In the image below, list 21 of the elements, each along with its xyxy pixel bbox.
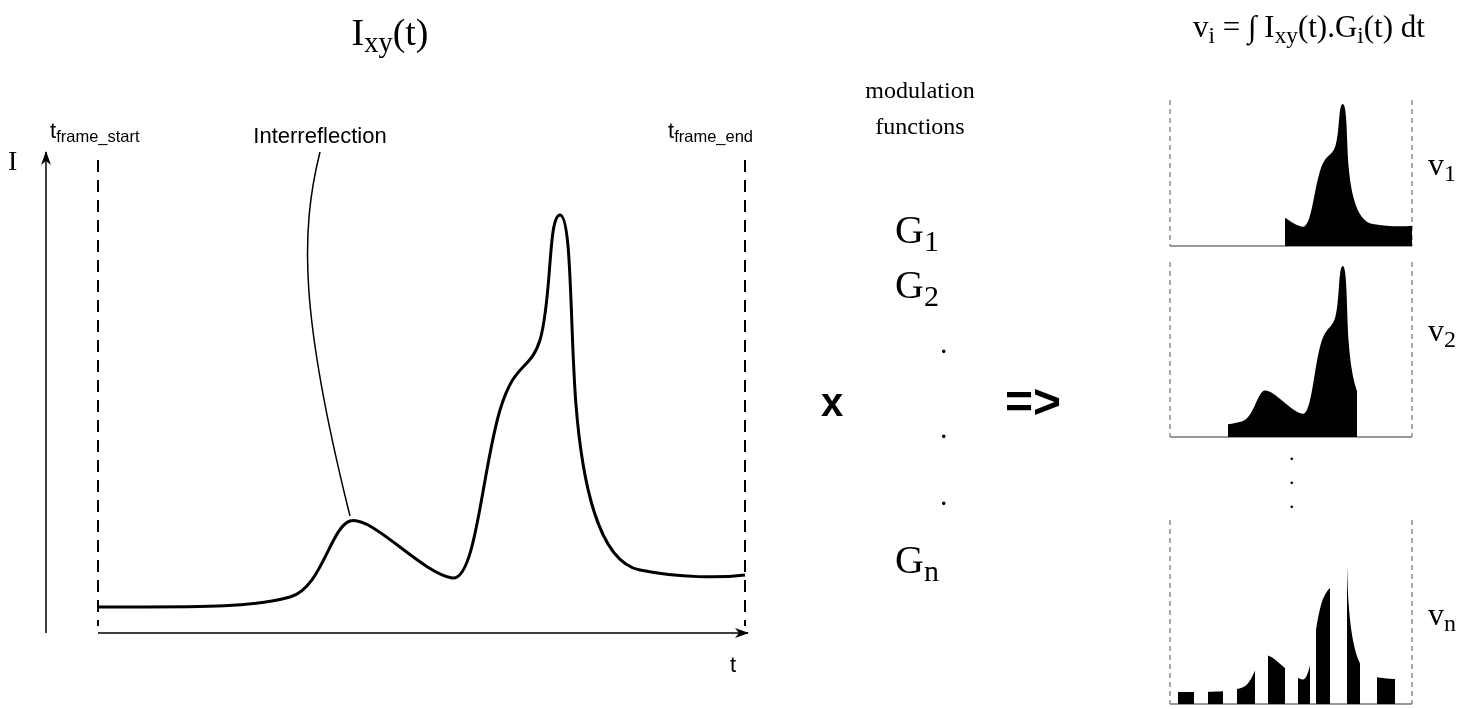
value-label: v$_{2}$ <box>1428 311 1457 354</box>
implies-sign: => <box>1005 374 1063 430</box>
integral-formula: v$_{i}$ = ∫ I$_{xy}$(t).G$_{i}$(t) dt <box>1192 8 1426 50</box>
multiply-sign: x <box>819 379 845 426</box>
function-label: G$_{2}$ <box>895 261 940 314</box>
ellipsis-dot: . <box>940 410 949 446</box>
annotation-label: Interreflection <box>245 120 395 152</box>
function-label: G$_{1}$ <box>895 206 940 259</box>
time-marker-label: t$_{frame_start}$ <box>50 117 141 147</box>
axis-label: I <box>8 144 19 178</box>
leader-line <box>306 151 351 517</box>
value-label: v$_{n}$ <box>1428 595 1457 638</box>
function-label: G$_{n}$ <box>895 536 940 589</box>
value-label: v$_{1}$ <box>1428 145 1457 188</box>
plot-title: I$_{xy}$(t) <box>350 10 430 61</box>
ellipsis-dot: . <box>940 325 949 361</box>
modulation-heading: modulation functions <box>864 76 976 141</box>
ellipsis-dot: . <box>940 477 949 513</box>
axis-label: t <box>730 651 738 679</box>
time-marker-label: t$_{frame_end}$ <box>668 117 754 147</box>
intensity-curve <box>98 213 746 609</box>
